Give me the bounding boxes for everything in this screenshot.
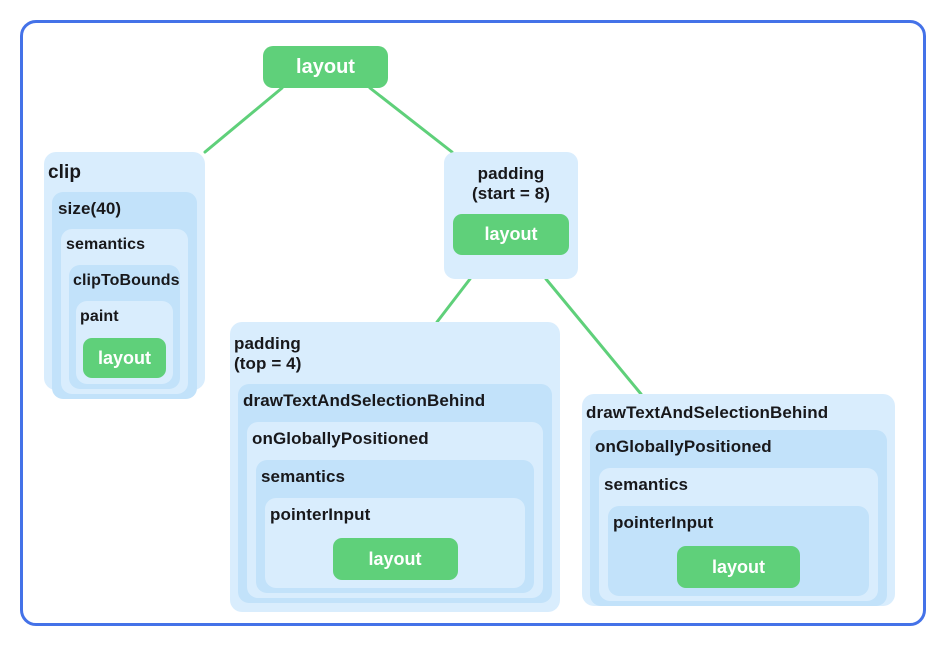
node-label: layout bbox=[711, 556, 765, 577]
node-size40[interactable]: size(40) semantics clipToBounds paint la… bbox=[52, 192, 197, 400]
node-label-semantics-left: semantics bbox=[66, 236, 146, 254]
node-label: layout bbox=[97, 347, 151, 368]
node-label-size40: size(40) bbox=[58, 199, 122, 219]
node-paint[interactable]: paint layout bbox=[76, 301, 173, 385]
node-label-semantics-mid: semantics bbox=[261, 467, 346, 487]
node-label-paint: paint bbox=[80, 308, 119, 326]
node-label-pointerinput-right: pointerInput bbox=[613, 513, 714, 533]
node-cliptobounds[interactable]: clipToBounds paint layout bbox=[69, 265, 180, 390]
node-layout-mid[interactable]: layout bbox=[332, 538, 458, 581]
node-label-cliptobounds: clipToBounds bbox=[73, 272, 180, 290]
stack-clip[interactable]: clip size(40) semantics clipToBounds pai… bbox=[44, 152, 205, 400]
node-drawtext-mid[interactable]: drawTextAndSelectionBehind onGloballyPos… bbox=[238, 384, 552, 604]
node-layout-right[interactable]: layout bbox=[677, 546, 800, 589]
node-label-drawtext-right: drawTextAndSelectionBehind bbox=[586, 403, 829, 422]
node-padding-start[interactable]: padding (start = 8) layout bbox=[444, 152, 578, 279]
node-onglobally-mid[interactable]: onGloballyPositioned semantics pointerIn… bbox=[247, 422, 543, 599]
node-semantics-right[interactable]: semantics pointerInput layout bbox=[599, 468, 878, 602]
node-label: layout bbox=[296, 55, 355, 78]
node-label-onglobally-right: onGloballyPositioned bbox=[595, 437, 772, 457]
node-label-drawtext-mid: drawTextAndSelectionBehind bbox=[243, 391, 486, 411]
node-label-onglobally-mid: onGloballyPositioned bbox=[252, 429, 429, 449]
stack-padding-top[interactable]: padding (top = 4) drawTextAndSelectionBe… bbox=[230, 322, 560, 612]
node-layout-padding-start[interactable]: layout bbox=[453, 214, 569, 256]
node-label-padding-start: padding (start = 8) bbox=[471, 164, 551, 204]
node-label-pointerinput-mid: pointerInput bbox=[270, 505, 371, 525]
node-semantics-left[interactable]: semantics clipToBounds paint layout bbox=[61, 229, 188, 395]
node-label-padding-top: padding (top = 4) bbox=[234, 334, 302, 374]
node-label-semantics-right: semantics bbox=[604, 475, 689, 495]
node-pointerinput-mid[interactable]: pointerInput layout bbox=[265, 498, 525, 589]
node-layout-left[interactable]: layout bbox=[83, 338, 166, 379]
node-label: layout bbox=[484, 224, 538, 245]
stack-drawtext-right[interactable]: drawTextAndSelectionBehind onGloballyPos… bbox=[582, 394, 895, 607]
node-root-layout[interactable]: layout bbox=[263, 46, 388, 88]
node-label-clip: clip bbox=[48, 162, 82, 183]
node-onglobally-right[interactable]: onGloballyPositioned semantics pointerIn… bbox=[590, 430, 887, 607]
node-pointerinput-right[interactable]: pointerInput layout bbox=[608, 506, 869, 597]
node-label: layout bbox=[368, 548, 422, 569]
node-semantics-mid[interactable]: semantics pointerInput layout bbox=[256, 460, 534, 594]
